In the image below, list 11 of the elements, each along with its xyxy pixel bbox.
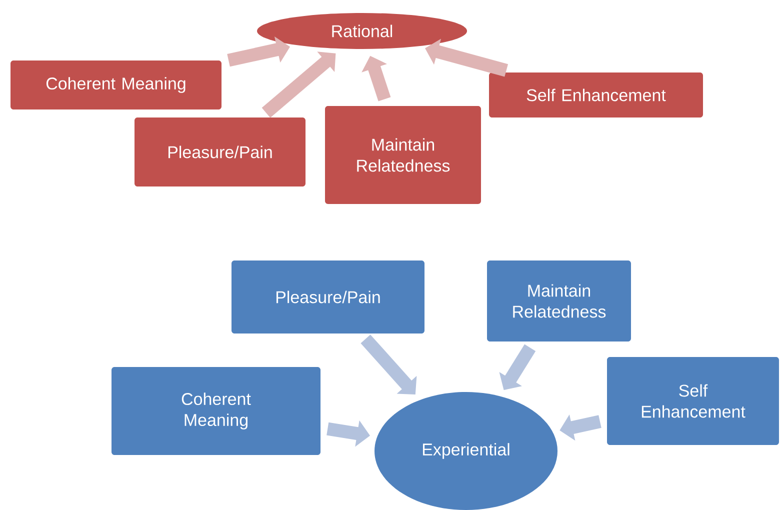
process-box: Coherent Meaning [10, 60, 222, 110]
arrow [262, 52, 336, 118]
arrow [360, 334, 417, 394]
process-box: Maintain Relatedness [487, 260, 631, 342]
process-box: Self Enhancement [489, 72, 703, 118]
process-box: Maintain Relatedness [325, 106, 481, 204]
process-box: Coherent Meaning [112, 367, 320, 455]
process-box: Self Enhancement [607, 357, 779, 445]
oval: Rational [257, 13, 467, 49]
process-box: Pleasure/Pain [232, 260, 424, 334]
process-box: Pleasure/Pain [134, 118, 306, 186]
